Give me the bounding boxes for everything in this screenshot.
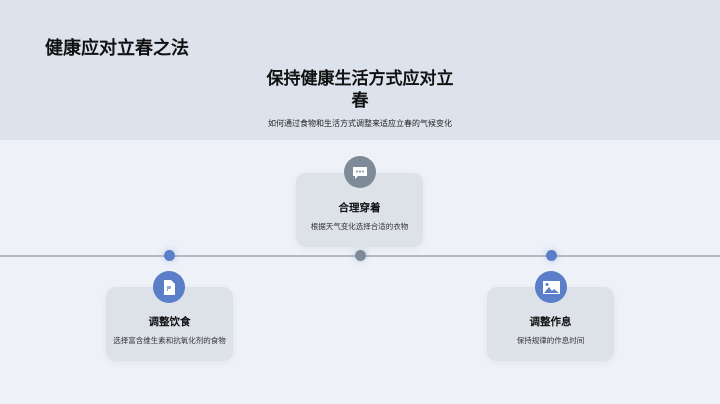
image-icon xyxy=(535,271,567,303)
page-title: 健康应对立春之法 xyxy=(45,38,189,59)
card-desc: 保持规律的作息时间 xyxy=(516,336,585,345)
timeline-dot xyxy=(546,250,557,261)
timeline-dot xyxy=(164,250,175,261)
timeline-card-clothing: 合理穿着 根据天气变化选择合适的衣物 xyxy=(296,173,423,247)
card-title: 调整作息 xyxy=(529,316,572,328)
header-band xyxy=(0,0,720,140)
card-title: 合理穿着 xyxy=(338,202,381,214)
main-title: 保持健康生活方式应对立春 xyxy=(266,69,454,111)
card-title: 调整饮食 xyxy=(148,316,191,328)
card-desc: 选择富含维生素和抗氧化剂的食物 xyxy=(113,336,226,345)
card-desc: 根据天气变化选择合适的衣物 xyxy=(310,222,409,231)
subtitle: 如何通过食物和生活方式调整来适应立春的气候变化 xyxy=(268,119,452,128)
document-icon xyxy=(153,271,185,303)
chat-icon xyxy=(344,156,376,188)
timeline-dot xyxy=(355,250,366,261)
